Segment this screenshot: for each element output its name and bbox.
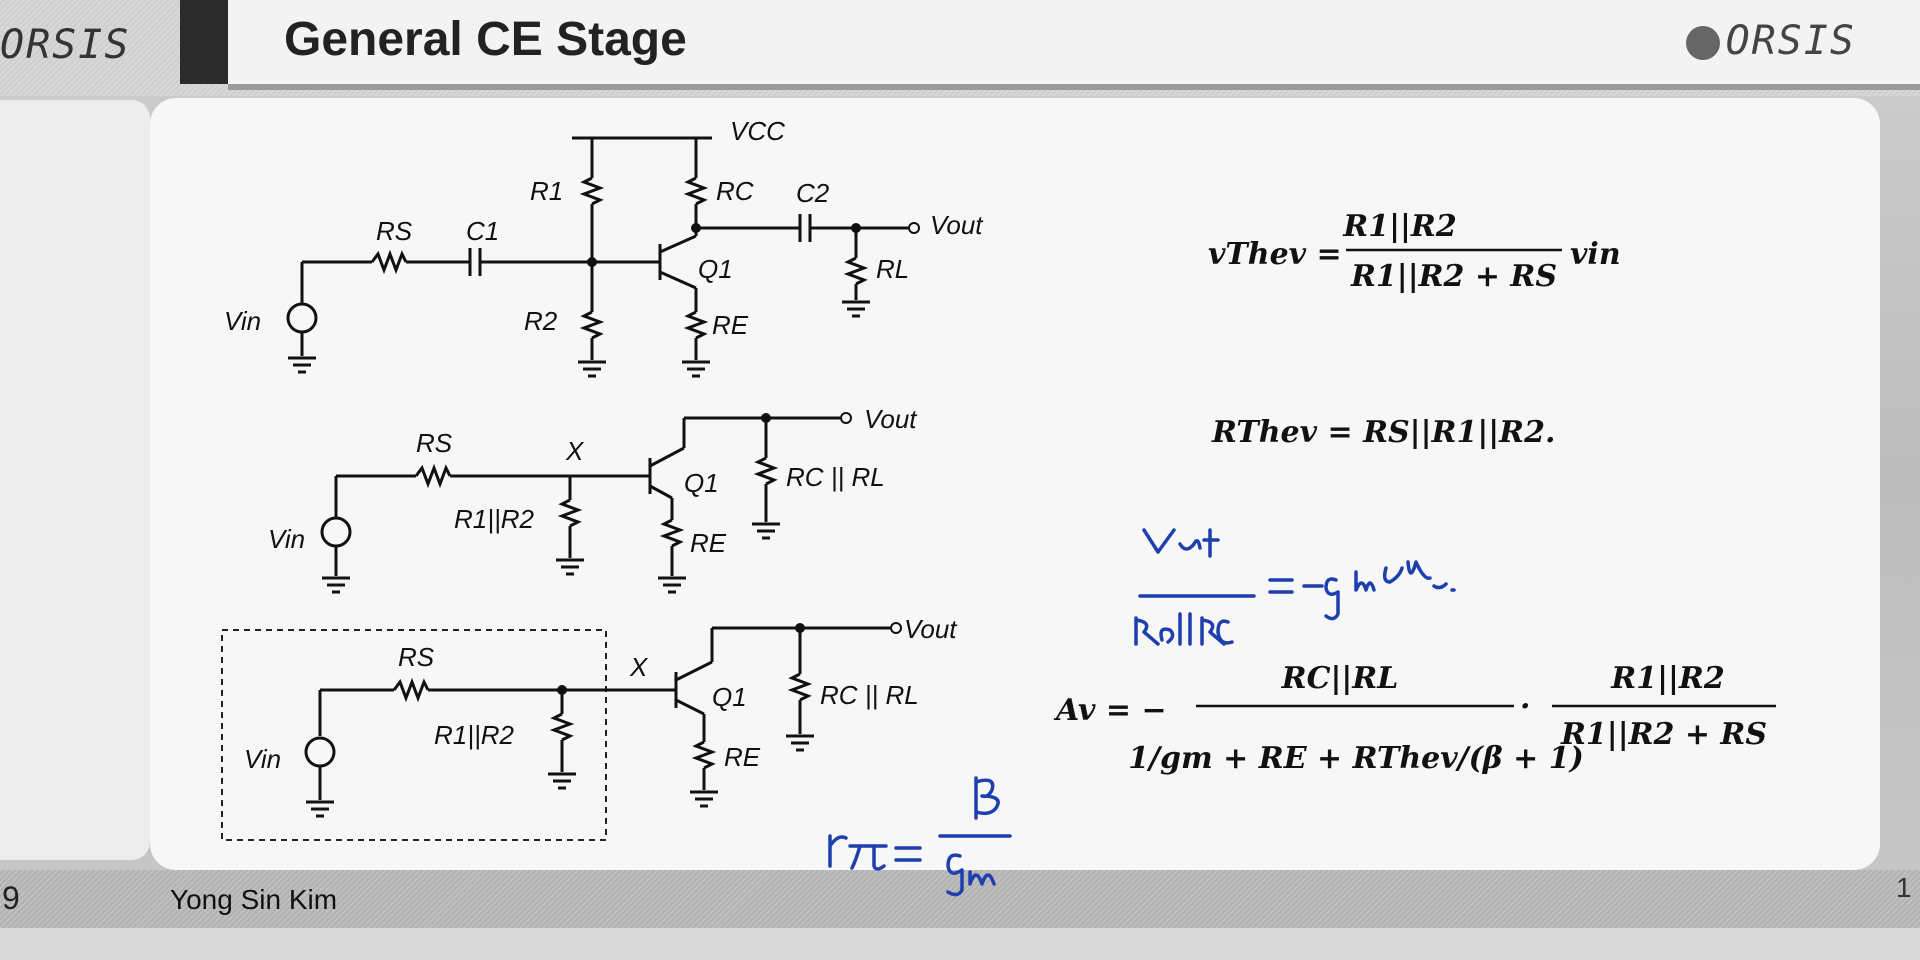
label-rs-1: RS: [376, 216, 413, 246]
circuit-thevenin-dots: [761, 412, 852, 424]
label-re-1: RE: [712, 310, 749, 340]
eq-vthev-numerator: R1||R2: [1342, 209, 1456, 244]
label-x-2: X: [565, 436, 585, 466]
logo-right: ORSIS: [1685, 18, 1856, 64]
circuit-thevenin: [320, 416, 840, 576]
label-vout-1: Vout: [930, 210, 984, 240]
previous-slide-edge: [0, 100, 150, 860]
eq-av-f2-denominator: R1||R2 + RS: [1560, 717, 1767, 752]
slide-title: General CE Stage: [284, 13, 687, 66]
label-rcrl-2: RC || RL: [786, 462, 885, 492]
equations: vThev = R1||R2 R1||R2 + RS vin RThev = R…: [1053, 209, 1776, 776]
logo-right-text: ORSIS: [1725, 18, 1856, 64]
label-vin-3: Vin: [244, 744, 281, 774]
footer-strip: [0, 870, 1920, 928]
header-bar: [228, 0, 1920, 90]
label-vin-2: Vin: [268, 524, 305, 554]
handwritten-note-rpi: [828, 776, 1012, 897]
circuit-full-labels: VCC R1 RC C2 Vout RS C1 Q1 RL Vin R2 RE: [224, 116, 984, 340]
eq-av-f2-numerator: R1||R2: [1610, 661, 1724, 696]
label-rs-2: RS: [416, 428, 453, 458]
circuit-boxed-labels: RS X Vout Q1 RC || RL R1||R2 Vin RE: [244, 614, 958, 774]
label-vin-1: Vin: [224, 306, 261, 336]
label-re-2: RE: [690, 528, 727, 558]
seal-icon: [1685, 26, 1720, 60]
label-c2: C2: [796, 178, 830, 208]
eq-av-f1-numerator: RC||RL: [1281, 661, 1399, 696]
label-rcrl-3: RC || RL: [820, 680, 919, 710]
slide-content-card: [150, 98, 1880, 870]
thevenin-box: [221, 629, 607, 841]
circuit-thevenin-labels: RS X Vout Q1 RC || RL R1||R2 Vin RE: [268, 404, 918, 558]
eq-vthev-denominator: R1||R2 + RS: [1350, 259, 1557, 294]
label-rs-3: RS: [398, 642, 435, 672]
label-vcc: VCC: [730, 116, 785, 146]
circuit-boxed-dots: [557, 622, 902, 695]
eq-rthev: RThev = RS||R1||R2.: [1211, 415, 1555, 450]
label-x-3: X: [629, 652, 649, 682]
label-rc: RC: [716, 176, 754, 206]
eq-vthev-tail: vin: [1570, 237, 1621, 272]
circuit-boxed: [304, 626, 890, 800]
label-q1-3: Q1: [712, 682, 747, 712]
label-re-3: RE: [724, 742, 761, 772]
eq-vthev-lhs: vThev =: [1208, 237, 1342, 272]
eq-av-f1-denominator: 1/gm + RE + RThev/(β + 1): [1128, 741, 1584, 776]
logo-left: ORSIS: [0, 22, 131, 68]
next-slide-number: 1: [1896, 872, 1912, 903]
bottom-edge: [0, 928, 1920, 960]
circuit-full: [286, 136, 908, 360]
eq-av-lhs: Av = −: [1053, 693, 1167, 728]
circuit-full-dots: [587, 222, 920, 267]
label-vout-3: Vout: [904, 614, 958, 644]
header-accent: [180, 0, 228, 84]
label-r1r2-2: R1||R2: [454, 504, 535, 534]
label-r2: R2: [524, 306, 558, 336]
label-rl: RL: [876, 254, 909, 284]
label-r1: R1: [530, 176, 563, 206]
label-c1: C1: [466, 216, 499, 246]
label-vout-2: Vout: [864, 404, 918, 434]
eq-av-dot: ·: [1520, 689, 1530, 724]
handwritten-note-vout: [1134, 528, 1456, 646]
label-q1-2: Q1: [684, 468, 719, 498]
page-number: 9: [2, 880, 20, 916]
label-r1r2-3: R1||R2: [434, 720, 515, 750]
label-q1-1: Q1: [698, 254, 733, 284]
author-name: Yong Sin Kim: [170, 884, 338, 915]
